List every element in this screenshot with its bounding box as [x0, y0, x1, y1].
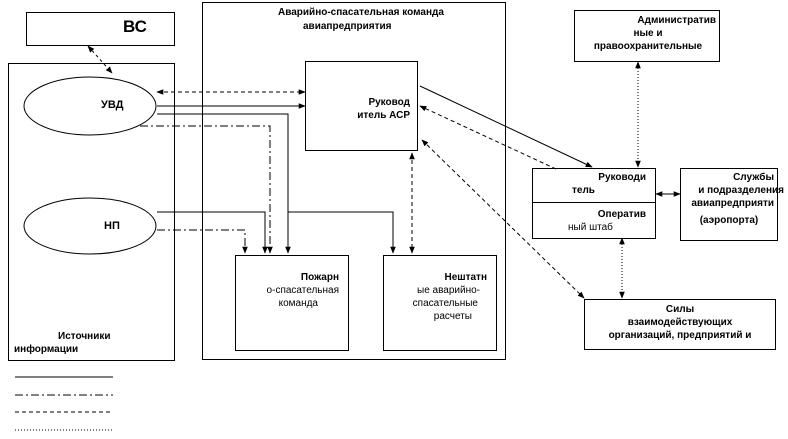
asr-leader-box — [305, 61, 418, 151]
forces-line3: организаций, предприятий и — [608, 330, 752, 341]
ops-hq-line2: ный штаб — [568, 222, 613, 233]
head-line1: Руководи — [598, 172, 646, 183]
vs-uvd-link — [87, 45, 113, 74]
admin-law-line3: правоохранительные — [593, 41, 703, 52]
to-nonstaff-solid — [288, 211, 396, 254]
nonstaff-crews-box — [383, 255, 497, 351]
fire-team-box — [235, 255, 349, 351]
admin-law-line2: ные и — [633, 28, 663, 39]
asr-leader-line2: итель АСР — [357, 110, 410, 121]
fire-team-line2: о-спасательная — [266, 285, 339, 296]
nonstaff-crews-line3: спасательные — [412, 298, 478, 309]
fire-team-line3: команда — [278, 298, 318, 309]
uvd-ellipse — [23, 76, 157, 136]
ops-hq-line1: Оператив — [597, 209, 646, 220]
uvd-fire-dashdot — [140, 125, 273, 254]
forces-line1: Силы — [665, 304, 695, 315]
np-fire-dashdot — [157, 229, 248, 254]
head-box — [532, 168, 656, 239]
forces-line2: взаимодействующих — [627, 317, 733, 328]
services-line4: (аэропорта) — [699, 215, 759, 226]
np-label: НП — [104, 220, 120, 232]
np-ellipse — [23, 197, 157, 255]
vs-box — [26, 12, 175, 46]
forces-box — [584, 299, 776, 350]
admin-law-box — [574, 10, 720, 62]
asr-leader-line1: Руковод — [368, 97, 410, 108]
services-line2: и подразделения — [698, 185, 784, 196]
emergency-team-frame — [202, 2, 506, 360]
np-fire-solid — [157, 211, 268, 254]
sources-title-line1: Источники — [58, 331, 111, 342]
services-line3: авиапредприяти — [691, 198, 774, 209]
nonstaff-crews-line1: Нештатн — [444, 272, 487, 283]
fire-team-line1: Пожарн — [300, 272, 339, 283]
head-divider — [532, 202, 656, 203]
uvd-fire-solid — [157, 113, 291, 254]
head-line2: тель — [572, 185, 595, 196]
uvd-label: УВД — [101, 99, 124, 111]
admin-law-line1: Административ — [637, 15, 716, 26]
vs-label: ВС — [123, 17, 147, 36]
sources-frame — [8, 63, 175, 361]
emergency-team-title-line2: авиапредприятия — [303, 21, 392, 32]
services-box — [680, 168, 778, 241]
emergency-team-title-line1: Аварийно-спасательная команда — [278, 7, 444, 18]
asr-forces-dashed — [421, 139, 585, 299]
services-line1: Службы — [733, 172, 774, 183]
sources-title-line2: информации — [14, 344, 79, 355]
nonstaff-crews-line4: расчеты — [433, 311, 472, 322]
nonstaff-crews-line2: ые аварийно- — [417, 285, 480, 296]
